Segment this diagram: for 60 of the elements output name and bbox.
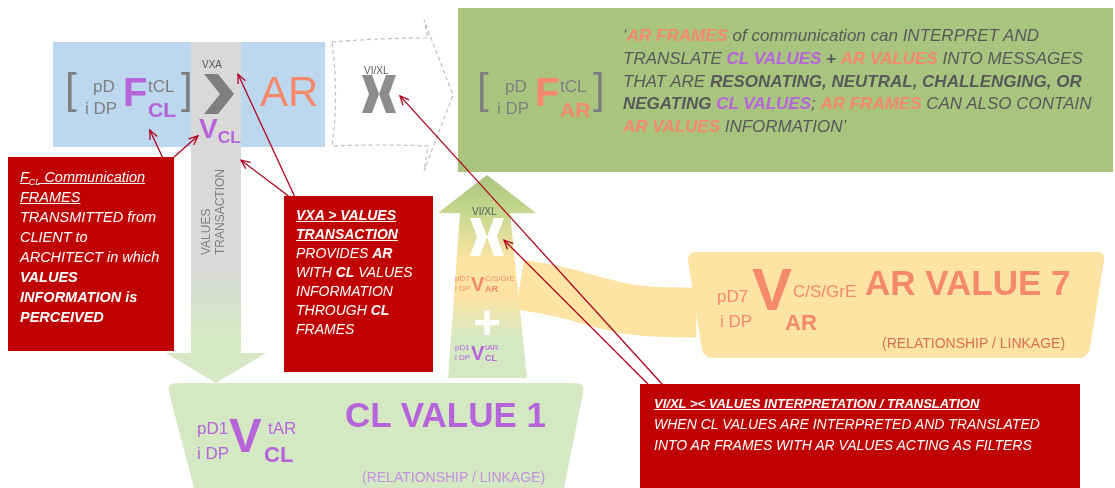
leader-line [149,129,164,158]
leader-line [173,135,199,158]
arrow-label: VI/XL [472,207,497,217]
formula-symbol: F [535,72,560,112]
arrow-label: VI/XL [364,66,389,76]
subscript: AR [485,285,498,294]
subscript: i DP [720,313,753,330]
note-text: PROVIDES AR WITH CL VALUES INFORMATION THROUGH CL FRAMES [296,244,414,339]
note-heading: F$_{CL}$ Communication FRAMES [20,168,147,207]
relationship-label: (RELATIONSHIP / LINKAGE) [882,336,1066,350]
band-label: VALUES TRANSACTION [200,168,228,255]
note-heading: VI/XL >< VALUES INTERPRETATION / TRANSLATION [654,395,981,413]
formula-symbol: F [123,72,148,112]
superscript: tAR [268,420,297,437]
superscript: pD1 [455,344,470,352]
formula-symbol: V$_{CL}$ [199,115,241,143]
formula-symbol: V [229,411,262,460]
subscript: i DP [497,100,530,117]
value-title: CL VALUE 1 [345,397,546,432]
callout-box [8,157,174,351]
subscript: i DP [85,100,118,117]
note-text: TRANSMITTED from CLIENT to ARCHITECT in which VALUES INFORMATION is PERCEIVED [20,208,161,327]
callout-box [640,384,1080,488]
leader-line [237,73,296,197]
subscript: i DP [455,354,471,362]
subscript: AR [560,99,591,120]
bracket: [ [477,68,489,110]
subscript: CL [148,99,176,120]
arrow-label: VXA [202,60,222,70]
leader-line [240,159,290,197]
leader-line [503,239,649,385]
frame-band [53,42,325,147]
formula-symbol: V [471,343,485,363]
superscript: pD7 [717,288,749,305]
value-title: AR VALUE 7 [865,265,1071,300]
subscript: i DP [197,445,230,462]
superscript: C/S/GrE [485,275,515,283]
superscript: pD [93,78,115,95]
callout-box [284,196,433,372]
superscript: tCL [560,78,587,95]
bracket: ] [593,68,605,110]
frame-panel [458,8,1113,172]
superscript: C/S/GrE [793,283,857,300]
superscript: pD7 [455,275,470,283]
superscript: pD1 [197,420,229,437]
formula-symbol: V [471,274,485,294]
note-heading: VXA > VALUES TRANSACTION [296,206,399,244]
bracket: [ [65,68,77,110]
subscript: CL [485,354,497,363]
frame-label: AR [260,71,319,113]
subscript: CL [264,444,294,466]
relationship-label: (RELATIONSHIP / LINKAGE) [362,470,546,484]
superscript: tAR [485,344,499,352]
note-text: WHEN CL VALUES ARE INTERPRETED AND TRANSLATED INTO AR FRAMES WITH AR VALUES ACTING AS FILTERS [654,415,1041,455]
leader-line [399,95,663,385]
superscript: tCL [148,78,175,95]
superscript: pD [505,78,527,95]
bracket: ] [181,68,193,110]
flow-arrow [165,334,266,383]
quote-text: ‘AR FRAMES of communication can INTERPRET AND TRANSLATE CL VALUES + AR VALUES INTO MESSAGES THAT ARE RESONATING, NEUTRAL, CHALLENGING, OR NEGATING CL VALUES; AR FRAMES CAN ALSO CONTAIN AR VALUES INFORMATION’ [623,25,1093,139]
